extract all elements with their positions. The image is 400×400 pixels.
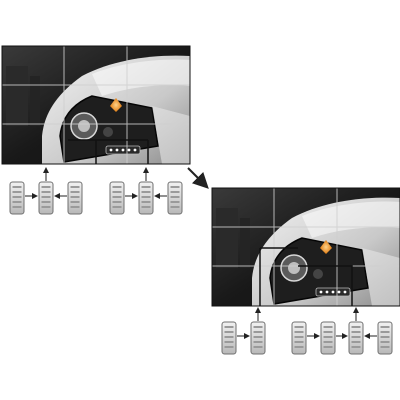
module-group-1 <box>9 167 83 215</box>
module <box>38 181 54 215</box>
video-wall-2 <box>211 187 400 307</box>
module <box>109 181 125 215</box>
wall-2-window-outline <box>259 247 353 306</box>
module <box>348 321 364 355</box>
module <box>9 181 25 215</box>
module <box>320 321 336 355</box>
diagonal-arrow-icon <box>187 167 209 189</box>
module <box>67 181 83 215</box>
module <box>167 181 183 215</box>
module-group-2 <box>109 167 183 215</box>
wall-1-grid <box>2 46 190 164</box>
module <box>221 321 237 355</box>
wall-1-modules <box>9 167 183 215</box>
module <box>138 181 154 215</box>
wall-1-window-outline <box>68 139 149 164</box>
module <box>250 321 266 355</box>
car-headlight-photo-icon <box>211 187 400 307</box>
module <box>291 321 307 355</box>
module-group-1 <box>221 307 266 355</box>
wall-2-modules <box>221 307 393 355</box>
video-wall-1 <box>1 45 191 165</box>
module-group-2 <box>291 307 393 355</box>
module <box>377 321 393 355</box>
